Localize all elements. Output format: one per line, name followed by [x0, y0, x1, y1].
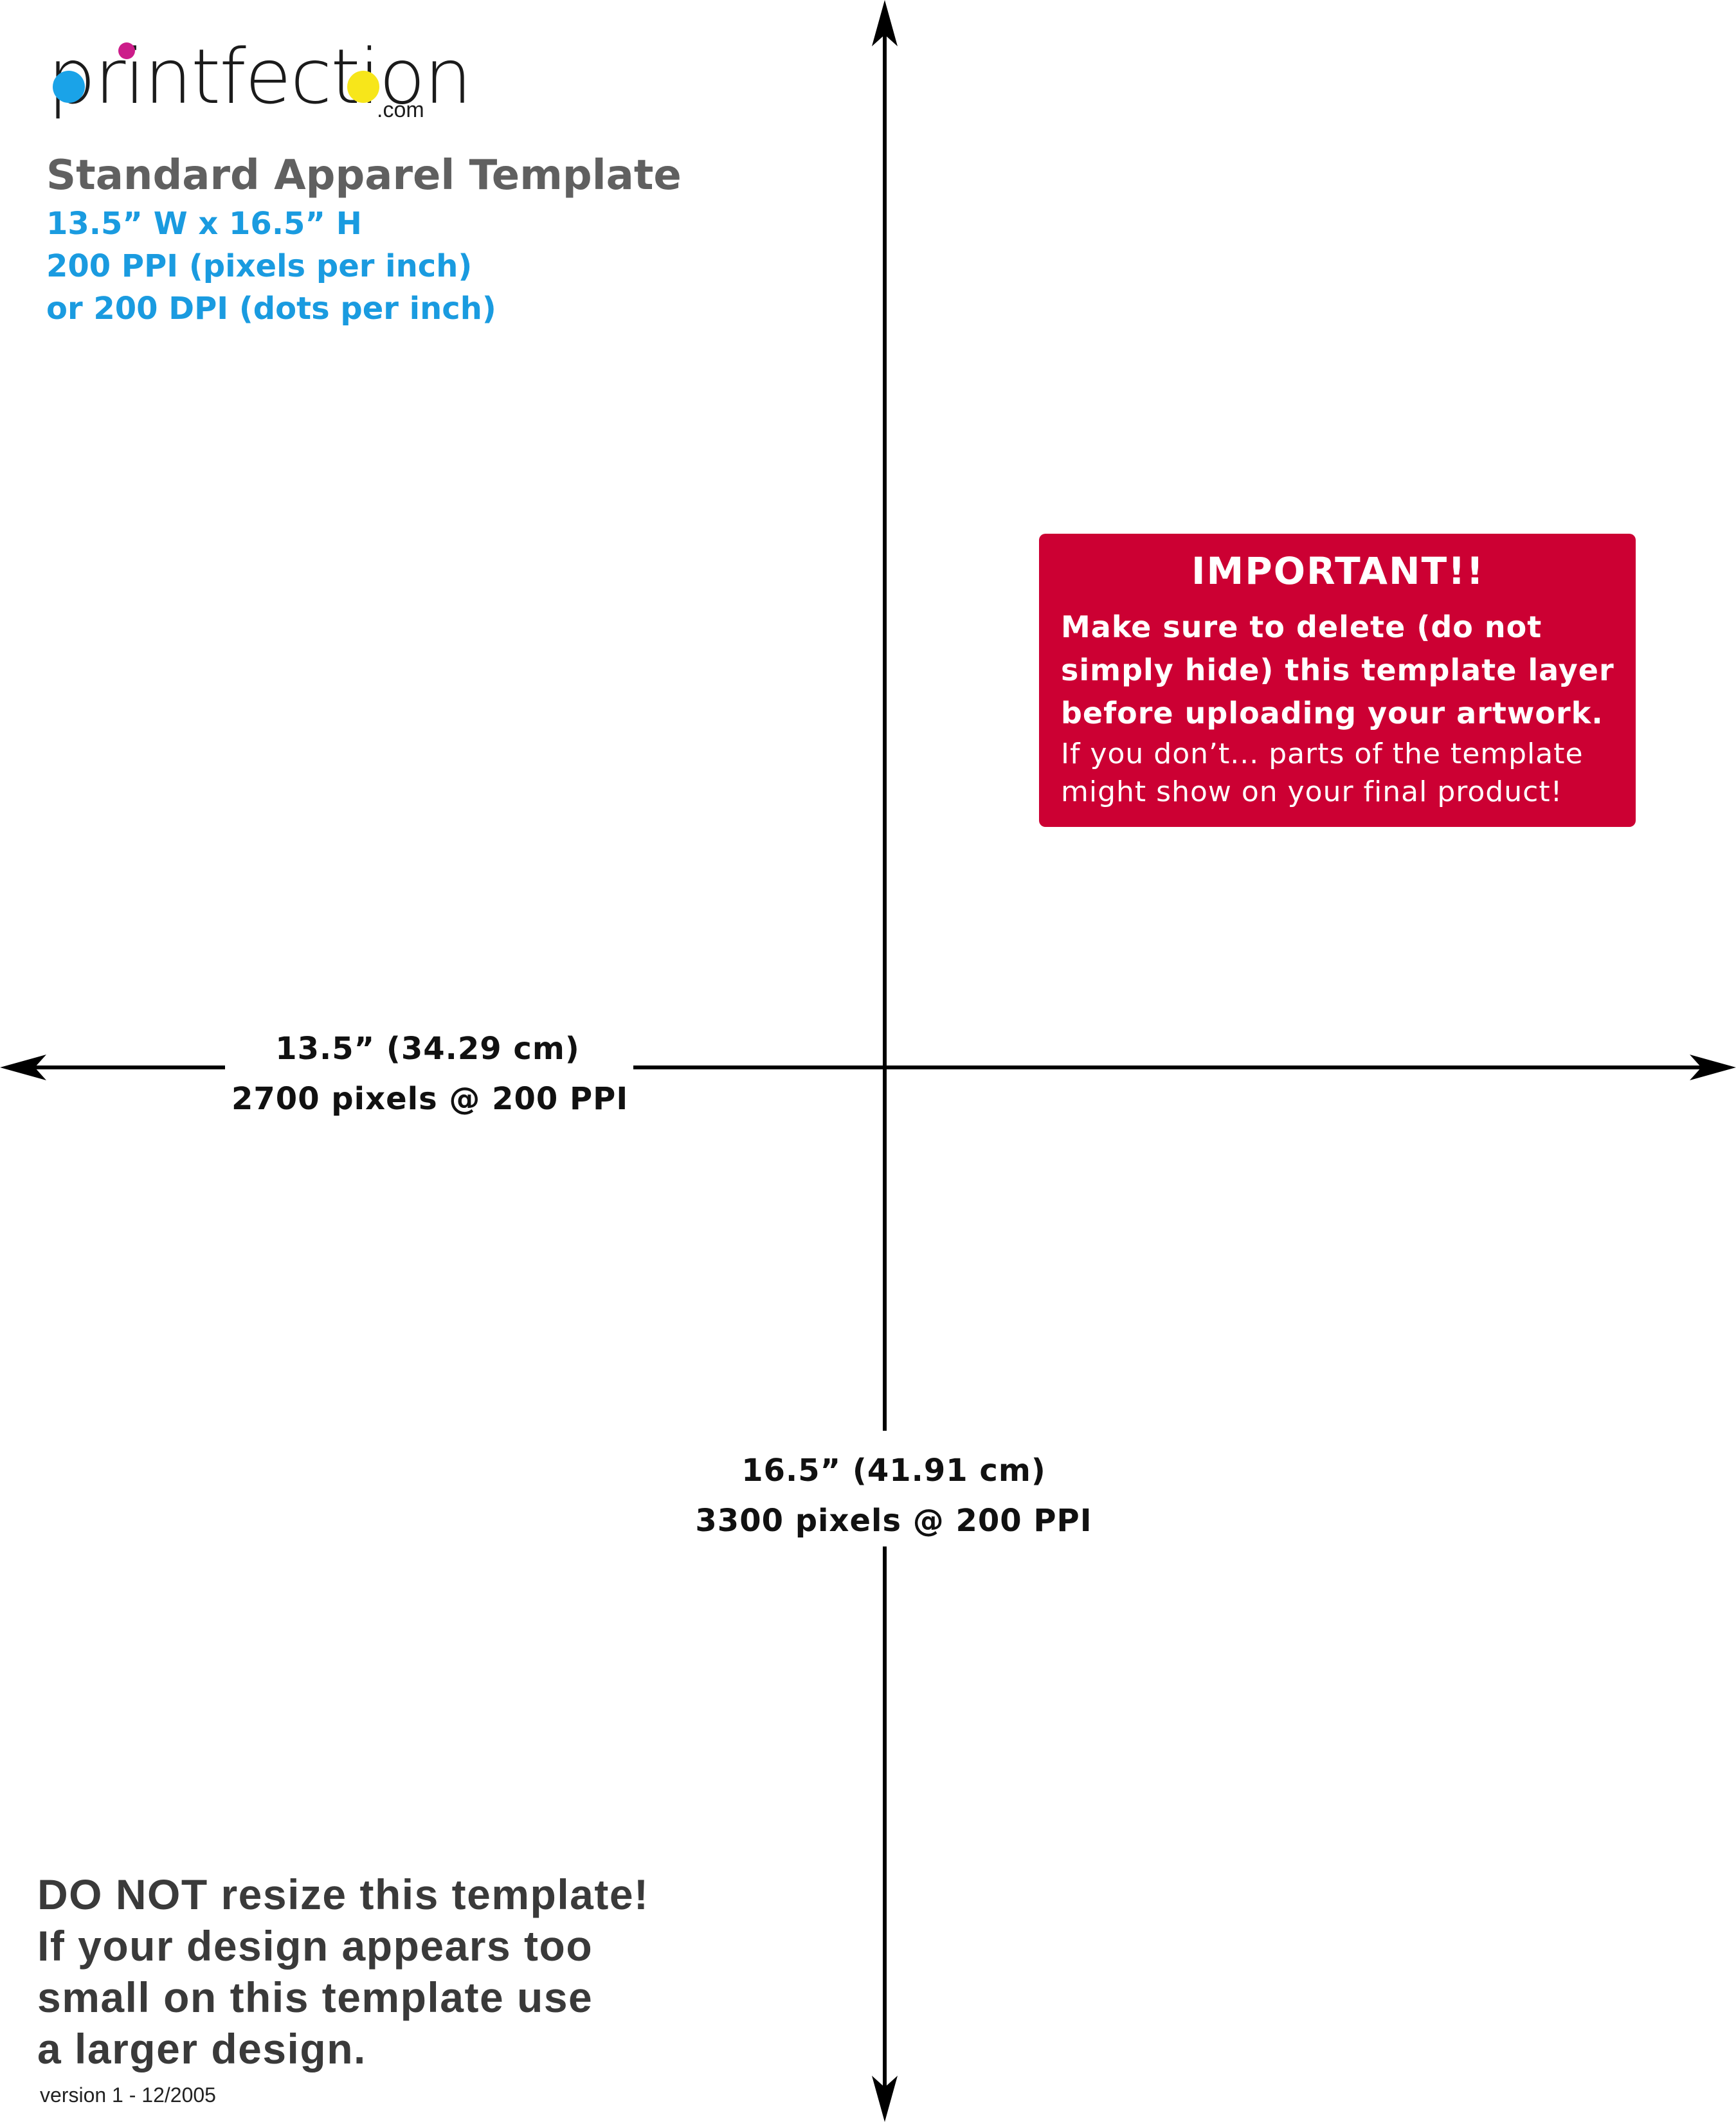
printfection-logo: printfection .com: [45, 26, 472, 135]
important-title: IMPORTANT!!: [1191, 549, 1485, 593]
important-note-line: If you don’t... parts of the template: [1061, 738, 1584, 770]
warning-line: small on this template use: [37, 1973, 593, 2021]
logo-yellow-dot: [347, 71, 379, 103]
resize-warning: DO NOT resize this template! If your des…: [37, 1869, 649, 2074]
logo-cyan-dot: [53, 71, 85, 103]
dpi-spec: or 200 DPI (dots per inch): [46, 291, 496, 327]
width-dimension-label: 13.5” (34.29 cm) 2700 pixels @ 200 PPI: [231, 1024, 629, 1124]
warning-line: If your design appears too: [37, 1922, 593, 1970]
important-bold-line: Make sure to delete (do not: [1061, 610, 1542, 644]
height-dimension-label: 16.5” (41.91 cm) 3300 pixels @ 200 PPI: [694, 1446, 1093, 1546]
size-spec: 13.5” W x 16.5” H: [46, 206, 362, 242]
warning-line: a larger design.: [37, 2025, 366, 2072]
arrow-right-icon: [1690, 1055, 1736, 1080]
template-title: Standard Apparel Template: [46, 152, 682, 199]
logo-magenta-dot: [118, 42, 135, 59]
height-inches-label: 16.5” (41.91 cm): [741, 1453, 1046, 1489]
arrow-down-icon: [872, 2076, 898, 2122]
arrow-up-icon: [872, 0, 898, 46]
important-note-line: might show on your final product!: [1061, 775, 1563, 808]
version-label: version 1 - 12/2005: [40, 2083, 216, 2107]
arrow-left-icon: [0, 1055, 46, 1080]
important-notice: IMPORTANT!! Make sure to delete (do not …: [1039, 534, 1636, 827]
important-bold-line: before uploading your artwork.: [1061, 696, 1604, 730]
height-pixels-label: 3300 pixels @ 200 PPI: [695, 1503, 1092, 1539]
ppi-spec: 200 PPI (pixels per inch): [46, 248, 473, 284]
important-bold-line: simply hide) this template layer: [1061, 653, 1614, 687]
logo-com-suffix: .com: [377, 98, 424, 122]
warning-line: DO NOT resize this template!: [37, 1871, 649, 1918]
width-pixels-label: 2700 pixels @ 200 PPI: [231, 1081, 629, 1117]
width-inches-label: 13.5” (34.29 cm): [275, 1031, 580, 1067]
